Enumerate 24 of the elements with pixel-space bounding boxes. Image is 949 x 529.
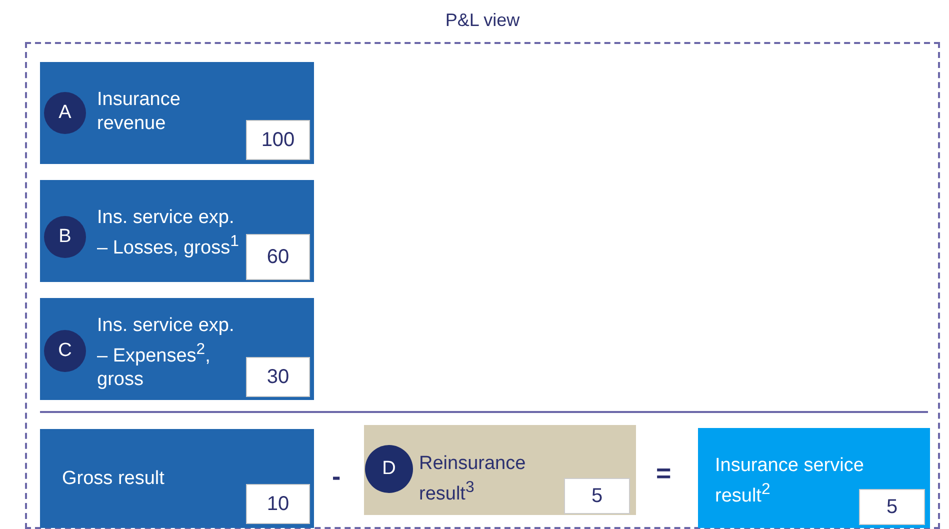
metric-card: [40, 180, 314, 282]
value-box: 5: [859, 489, 925, 525]
value-box: 100: [246, 120, 310, 160]
value-box: 60: [246, 234, 310, 280]
card-label: Ins. service exp. – Losses, gross$^{1}$: [97, 206, 240, 260]
panel-title: P&L view: [444, 10, 521, 31]
operator-symbol: =: [656, 458, 672, 489]
card-label: Reinsurance result$^{3}$: [419, 452, 527, 506]
card-label: Insurance revenue: [97, 88, 182, 136]
letter-badge: A: [44, 92, 86, 134]
metric-card: [40, 62, 314, 164]
letter-badge: B: [44, 216, 86, 258]
card-label: Ins. service exp. – Expenses$^{2}$, gross: [97, 314, 236, 392]
operator-symbol: -: [332, 461, 341, 492]
letter-badge: C: [44, 330, 86, 372]
metric-card: [40, 429, 314, 528]
value-box: 5: [564, 478, 630, 514]
metric-card: [698, 428, 930, 528]
card-label: Gross result: [62, 467, 166, 491]
letter-badge: D: [365, 445, 413, 493]
metric-card: [40, 298, 314, 400]
value-box: 30: [246, 357, 310, 397]
value-box: 10: [246, 484, 310, 524]
metric-card: [364, 425, 636, 515]
